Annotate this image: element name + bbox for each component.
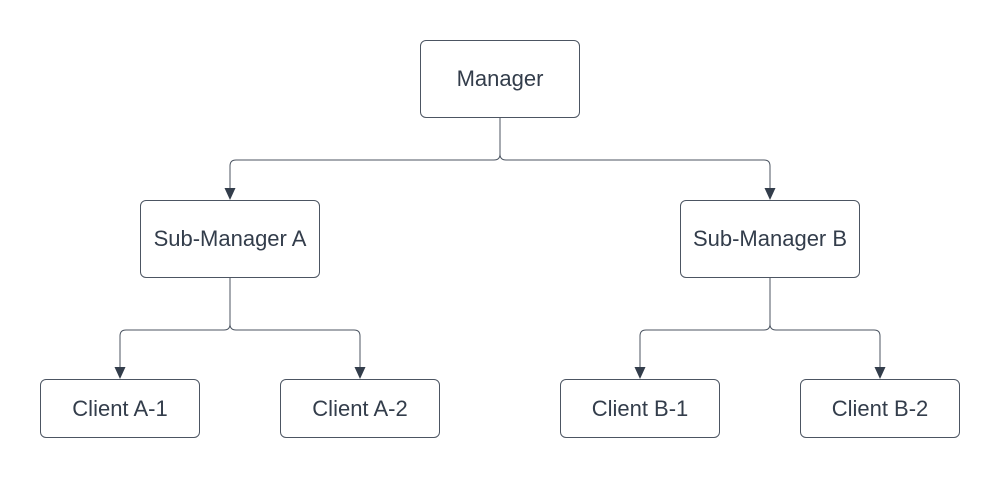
node-manager[interactable]: Manager — [420, 40, 580, 118]
node-client-b2-label: Client B-2 — [831, 395, 929, 421]
node-client-b1[interactable]: Client B-1 — [560, 379, 720, 438]
node-client-b2[interactable]: Client B-2 — [800, 379, 960, 438]
node-sub-manager-a-label: Sub-Manager A — [153, 226, 307, 251]
edge-sub-b-client-b1 — [639, 278, 771, 368]
node-sub-manager-b[interactable]: Sub-Manager B — [680, 200, 860, 278]
node-sub-manager-a[interactable]: Sub-Manager A — [140, 200, 320, 278]
arrowhead-sub-b — [764, 188, 776, 200]
edge-sub-a-client-a1 — [119, 278, 231, 368]
arrowhead-client-b1 — [634, 367, 646, 379]
node-manager-label: Manager — [456, 66, 544, 91]
arrowhead-sub-a — [224, 188, 236, 200]
node-client-a1[interactable]: Client A-1 — [40, 379, 200, 438]
arrowhead-client-a2 — [354, 367, 366, 379]
node-client-a1-label: Client A-1 — [72, 395, 168, 421]
edge-manager-sub-b — [499, 118, 771, 189]
node-sub-manager-b-label: Sub-Manager B — [692, 226, 848, 251]
node-client-a2-label: Client A-2 — [312, 395, 408, 421]
edge-sub-a-client-a2 — [229, 278, 361, 368]
node-client-b1-label: Client B-1 — [591, 395, 689, 421]
edge-sub-b-client-b2 — [769, 278, 881, 368]
arrowhead-client-b2 — [874, 367, 886, 379]
node-client-a2[interactable]: Client A-2 — [280, 379, 440, 438]
edge-manager-sub-a — [229, 118, 501, 189]
arrowhead-client-a1 — [114, 367, 126, 379]
